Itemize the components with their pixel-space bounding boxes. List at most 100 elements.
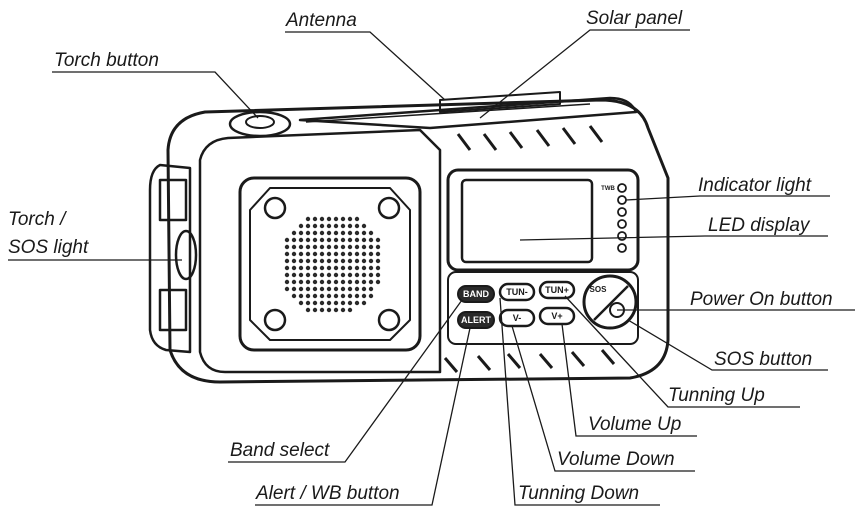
grille-dot [319,223,325,229]
grille-dot [340,286,346,292]
grille-dot [312,230,318,236]
grille-dot [340,307,346,313]
label-band-select: Band select [230,440,330,461]
grille-dot [347,300,353,306]
grille-dot [333,286,339,292]
button-panel [447,271,639,345]
grille-dot [312,237,318,243]
grille-dot [319,237,325,243]
grille-dot [305,237,311,243]
grille-dot [354,237,360,243]
grille-dot [354,230,360,236]
grille-dot [284,244,290,250]
label-alert-wb-button: Alert / WB button [256,483,400,504]
grille-dot [291,244,297,250]
tun-plus-text: TUN+ [545,285,569,295]
grille-dot [298,244,304,250]
grille-dot [340,272,346,278]
grille-dot [298,237,304,243]
leader-antenna [285,31,446,101]
grille-dot [368,244,374,250]
grille-dot [368,279,374,285]
grille-dot [312,244,318,250]
grille-dot [305,258,311,264]
grille-dot [319,230,325,236]
grille-dot [326,258,332,264]
grille-dot [326,216,332,222]
grille-dot [319,251,325,257]
grille-dot [368,286,374,292]
grille-dot [354,279,360,285]
grille-dot [347,307,353,313]
grille-dot [340,293,346,299]
grille-dot [326,279,332,285]
grille-dot [298,258,304,264]
grille-dot [305,293,311,299]
grille-dot [312,286,318,292]
grille-dot [291,237,297,243]
grille-dot [319,272,325,278]
grille-dot [375,279,381,285]
grille-dot [284,279,290,285]
grille-dot [347,265,353,271]
grille-dot [326,286,332,292]
grille-dot [319,258,325,264]
display-frame [446,168,640,272]
grille-dot [333,293,339,299]
grille-dot [319,265,325,271]
device-buttons: BAND ALERT TUN- TUN+ V- V+ SOS [457,186,615,329]
grille-dot [305,272,311,278]
grille-dot [312,307,318,313]
grille-dot [319,293,325,299]
grille-dot [354,244,360,250]
grille-dot [368,293,374,299]
grille-dot [361,265,367,271]
grille-dot [319,307,325,313]
grille-dot [326,265,332,271]
band-button-text: BAND [463,289,489,299]
grille-dot [312,279,318,285]
grille-dot [361,251,367,257]
grille-dot [333,272,339,278]
radio-body-inner [198,128,442,374]
torch-button-shape [228,110,292,138]
label-antenna: Antenna [286,10,357,31]
grille-dot [354,258,360,264]
leader-solar [479,29,690,119]
grille-dot [354,293,360,299]
label-sos-button: SOS button [714,349,813,370]
grille-dot [333,251,339,257]
grille-dot [333,223,339,229]
vol-minus-button-shape: V- [498,308,536,328]
tun-minus-text: TUN- [506,287,528,297]
grille-dot [326,223,332,229]
grille-dot [375,244,381,250]
label-torch-sos-line1: Torch / [8,209,66,230]
grille-dot [326,307,332,313]
grille-dot [347,272,353,278]
grille-dot [347,237,353,243]
grille-dot [340,216,346,222]
grille-dot [312,223,318,229]
grille-dot [319,216,325,222]
solar-panel-shape [298,96,638,130]
grille-dot [291,230,297,236]
grille-dot [354,272,360,278]
grille-dot [298,286,304,292]
leader-band-select [228,299,463,463]
indicator-top-text: TWB [601,186,615,192]
grille-dot [326,251,332,257]
grille-dot [312,293,318,299]
grille-dot [326,293,332,299]
grille-dot [298,300,304,306]
grille-dot [340,230,346,236]
grille-dot [312,216,318,222]
leader-sos [627,319,828,371]
antenna-shape [439,91,561,113]
leader-alert [255,327,471,506]
grille-dot [361,244,367,250]
leader-tunning-down [499,297,660,506]
grille-dot [361,279,367,285]
label-volume-down: Volume Down [557,449,675,470]
grille-dot [347,223,353,229]
